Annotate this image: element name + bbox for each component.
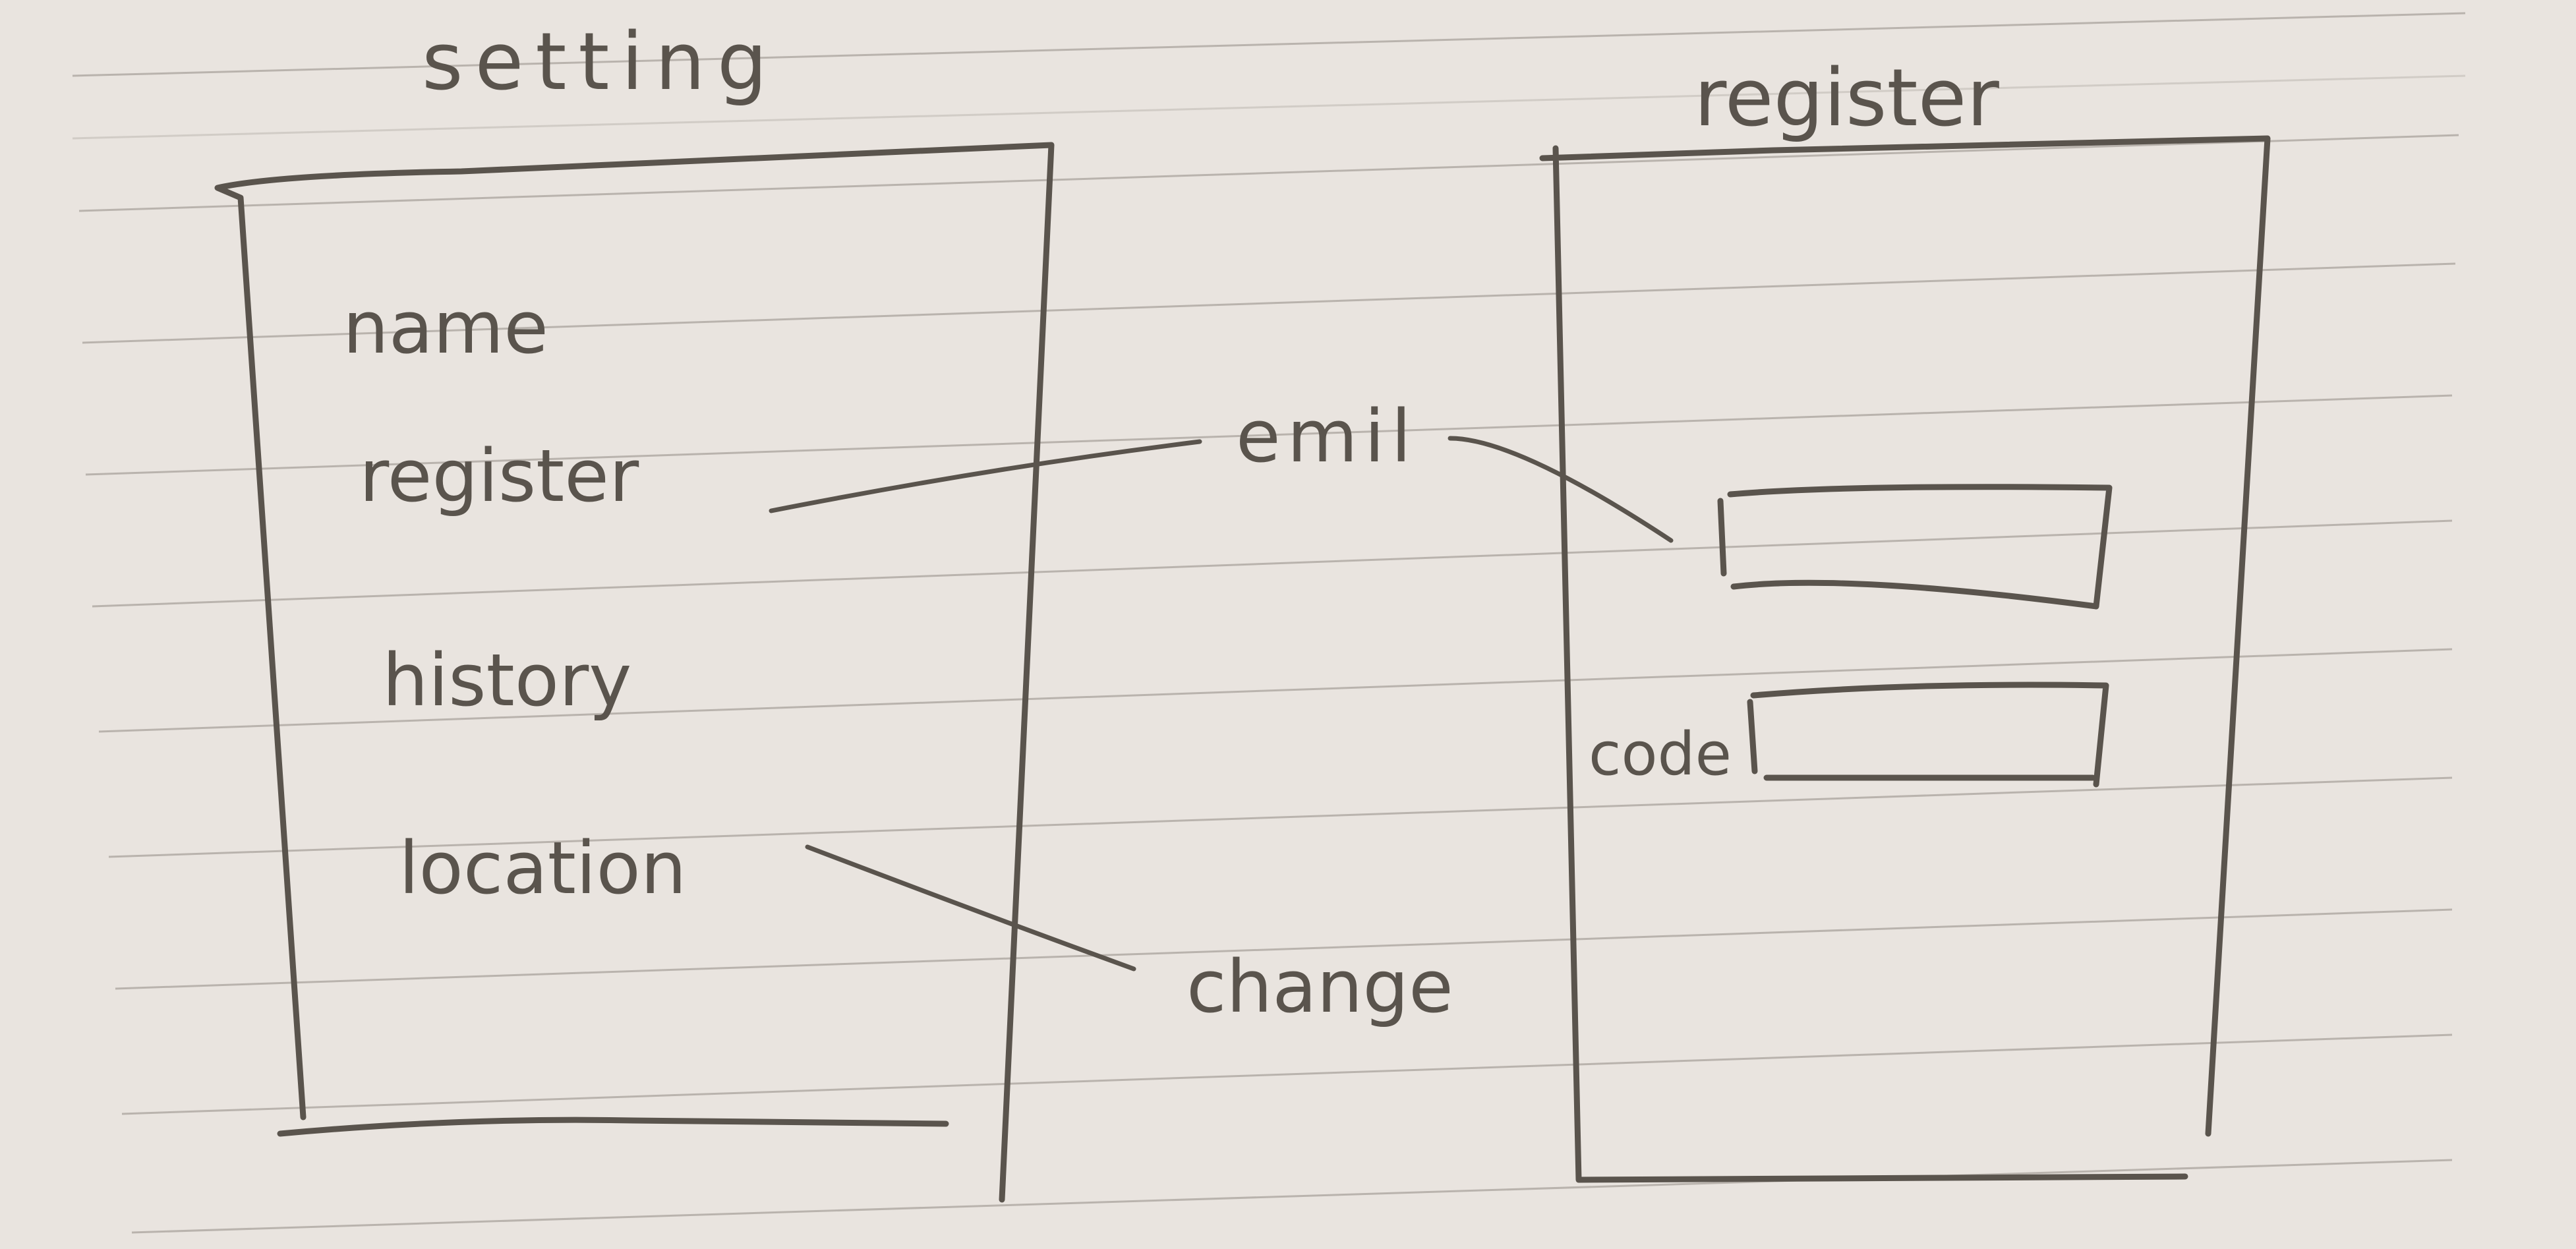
- notebook-ruled-lines: [72, 12, 2466, 1234]
- code-input-box[interactable]: [1747, 682, 2109, 788]
- email-input-box[interactable]: [1717, 484, 2113, 610]
- settings-item-name[interactable]: name: [343, 285, 548, 370]
- annotation-change: change: [1186, 944, 1453, 1029]
- settings-screen: setting name register history location: [214, 16, 1055, 1203]
- settings-item-location[interactable]: location: [399, 826, 686, 910]
- annotation-connectors: emil change: [769, 394, 1674, 1029]
- register-screen: register code: [1539, 53, 2271, 1183]
- connector-emil-to-email-field: [1448, 436, 1674, 543]
- annotation-emil: emil: [1236, 394, 1418, 479]
- settings-screen-title: setting: [422, 16, 779, 108]
- settings-item-register[interactable]: register: [359, 434, 639, 518]
- register-screen-title: register: [1694, 53, 1999, 144]
- connector-location-to-change: [805, 844, 1136, 972]
- settings-screen-frame: [214, 142, 1055, 1203]
- settings-item-history[interactable]: history: [382, 638, 631, 722]
- code-field-label: code: [1589, 720, 1732, 789]
- connector-register-to-emil: [769, 439, 1202, 513]
- register-screen-frame: [1539, 135, 2271, 1183]
